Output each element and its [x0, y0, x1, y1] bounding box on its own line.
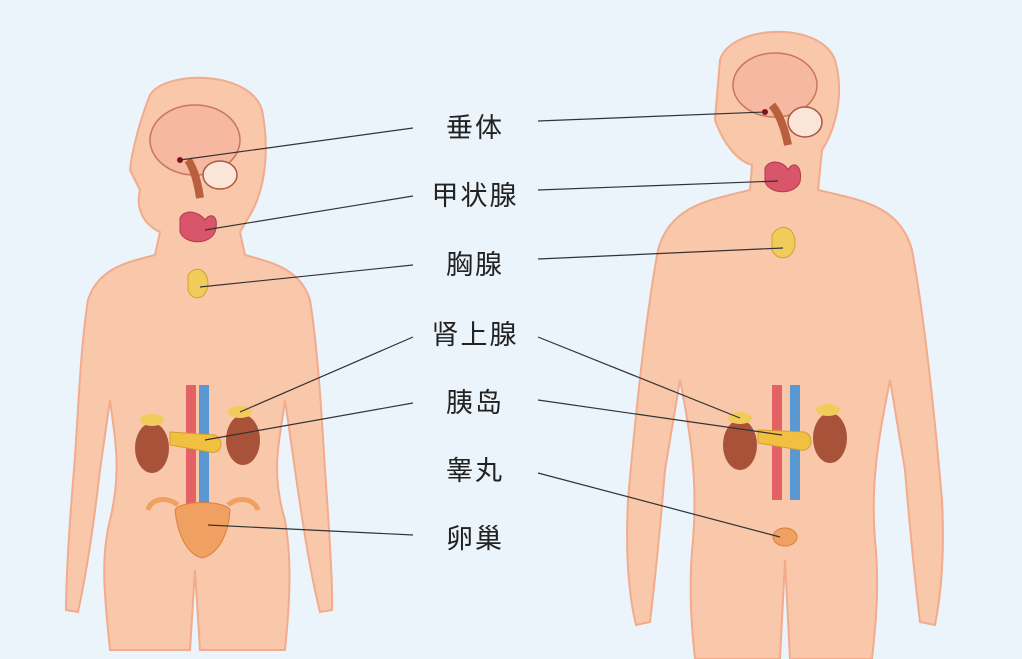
cerebellum — [787, 106, 823, 138]
label-thymus: 胸腺 — [446, 250, 504, 281]
leader-lines — [179, 111, 784, 538]
label-ovaries: 卵巢 — [446, 524, 504, 555]
thyroid — [179, 211, 217, 243]
thyroid — [764, 161, 802, 193]
testes — [772, 527, 798, 547]
kidney-left — [135, 423, 169, 473]
thymus — [187, 268, 209, 299]
label-thyroid: 甲状腺 — [431, 181, 519, 212]
label-testes: 睾丸 — [446, 456, 504, 487]
label-pituitary: 垂体 — [446, 113, 504, 144]
kidney-left — [723, 420, 757, 470]
male-figure — [626, 30, 944, 659]
adrenal-right — [816, 404, 840, 416]
female-figure — [64, 76, 334, 651]
label-pancreatic-islets: 胰岛 — [446, 388, 504, 419]
uterus — [174, 502, 231, 559]
thymus — [771, 226, 796, 259]
pancreas — [169, 431, 222, 453]
cerebellum — [202, 160, 238, 190]
adrenal-left — [140, 414, 164, 426]
kidney-right — [813, 413, 847, 463]
pancreas — [757, 429, 812, 451]
kidney-right — [226, 415, 260, 465]
label-adrenal: 肾上腺 — [431, 320, 519, 351]
